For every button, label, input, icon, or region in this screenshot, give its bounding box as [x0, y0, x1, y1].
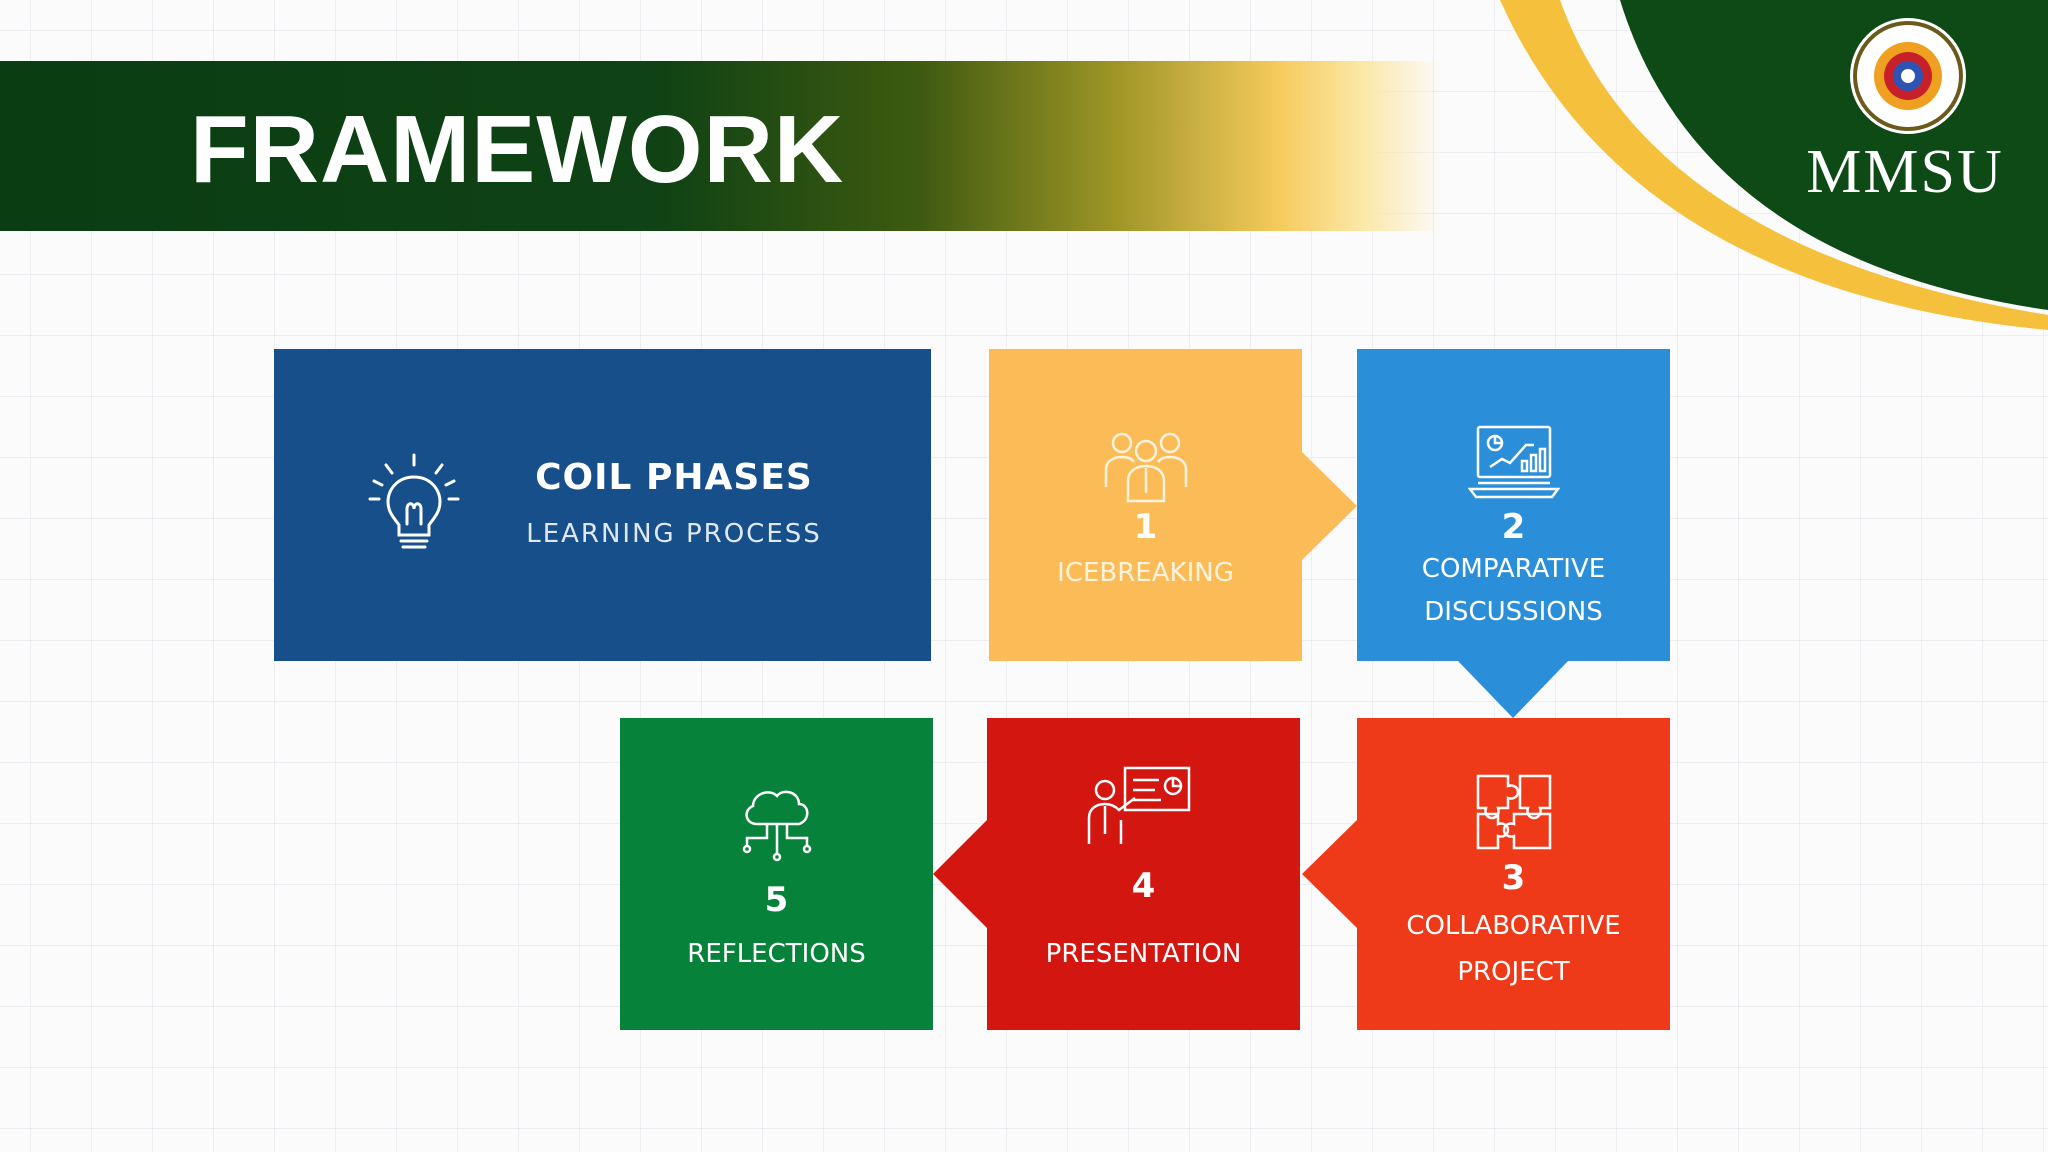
phase-2-label-line-2: DISCUSSIONS: [1424, 597, 1603, 627]
phase-3-box: 3 COLLABORATIVE PROJECT: [1357, 718, 1670, 1030]
phase-5-label: REFLECTIONS: [687, 939, 866, 969]
title-banner: [0, 61, 1640, 231]
slide-title: FRAMEWORK: [190, 96, 845, 203]
university-seal: [1850, 18, 1966, 134]
phase-5-number: 5: [764, 880, 789, 920]
arrow-4-to-5: [933, 820, 987, 928]
phase-5-box: 5 REFLECTIONS: [620, 718, 933, 1030]
arrow-1-to-2: [1302, 452, 1357, 560]
group-people-icon: [1104, 432, 1188, 503]
mmsu-logo-text: MMSU: [1806, 138, 2004, 206]
phase-4-number: 4: [1131, 866, 1156, 906]
intro-subheading: LEARNING PROCESS: [526, 519, 822, 549]
cloud-network-icon: [742, 790, 812, 862]
phase-3-label-line-1: COLLABORATIVE: [1406, 911, 1621, 941]
phase-4-label: PRESENTATION: [1045, 939, 1242, 969]
phase-3-number: 3: [1501, 858, 1526, 898]
coil-phases-box: COIL PHASES LEARNING PROCESS: [274, 349, 931, 661]
presenter-board-icon: [1087, 766, 1191, 844]
phase-1-number: 1: [1133, 507, 1158, 547]
phase-1-label: ICEBREAKING: [1057, 558, 1234, 588]
phase-1-box: 1 ICEBREAKING: [989, 349, 1302, 661]
puzzle-icon: [1476, 774, 1552, 850]
laptop-analytics-icon: [1468, 425, 1560, 499]
phase-2-label-line-1: COMPARATIVE: [1421, 554, 1606, 584]
arrow-3-to-4: [1302, 820, 1357, 928]
phase-2-box: 2 COMPARATIVE DISCUSSIONS: [1357, 349, 1670, 661]
phase-2-number: 2: [1501, 507, 1526, 547]
phase-3-label-line-2: PROJECT: [1457, 957, 1570, 987]
arrow-2-to-3: [1458, 661, 1568, 718]
intro-heading: COIL PHASES: [535, 457, 813, 498]
lightbulb-icon: [368, 453, 460, 549]
phase-4-box: 4 PRESENTATION: [987, 718, 1300, 1030]
